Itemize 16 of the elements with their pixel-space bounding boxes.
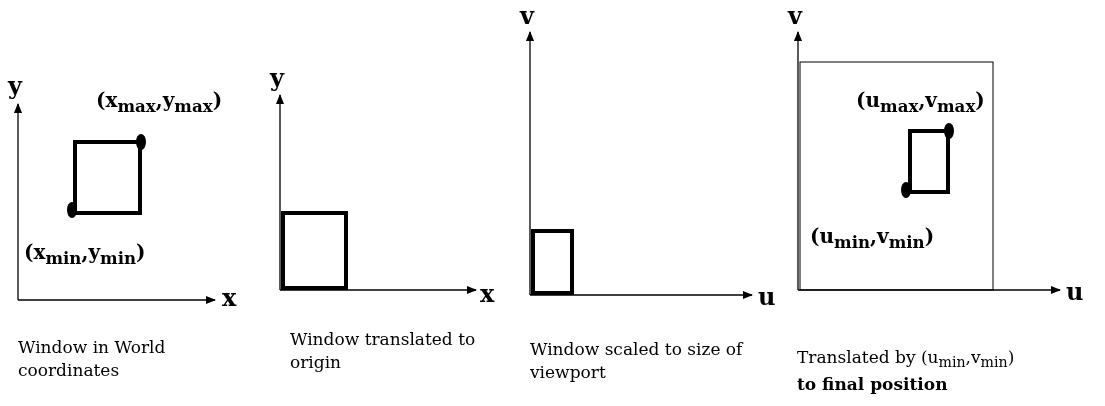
caption: Window in World coordinates xyxy=(18,336,167,382)
coordinate-label: (u$_{max}$,v$_{max}$) xyxy=(856,88,985,116)
caption: Window translated to origin xyxy=(290,328,477,374)
coordinate-label: (x$_{max}$,y$_{max}$) xyxy=(96,88,223,116)
caption: Window scaled to size of viewport xyxy=(530,338,745,384)
axis-label: x xyxy=(222,284,237,313)
axis-label: y xyxy=(270,64,284,93)
coordinate-label: (x$_{min}$,y$_{min}$) xyxy=(24,240,146,268)
axis-label: v xyxy=(788,2,802,31)
axis-label: y xyxy=(8,72,22,101)
coordinate-label: (u$_{min}$,v$_{min}$) xyxy=(810,224,935,252)
axis-label: x xyxy=(480,280,495,309)
axis-label: v xyxy=(520,2,534,31)
axis-label: u xyxy=(758,283,776,312)
caption: Translated by (u$_{min}$,v$_{min}$) to final position xyxy=(797,346,1016,396)
axis-label: u xyxy=(1066,278,1084,307)
